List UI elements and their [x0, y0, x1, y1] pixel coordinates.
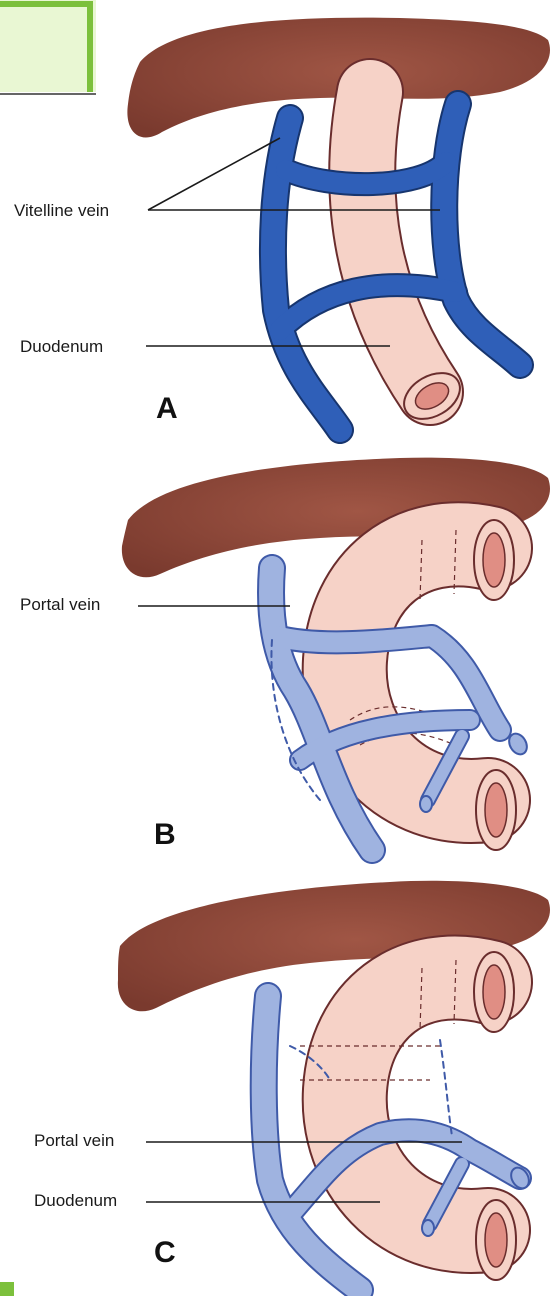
- label-portal-vein-c: Portal vein: [34, 1131, 114, 1150]
- panel-c: Portal vein Duodenum C: [34, 881, 550, 1290]
- panel-letter-a: A: [156, 392, 178, 425]
- corner-accent-bottom-left: [0, 1282, 14, 1296]
- panel-letter-c: C: [154, 1236, 176, 1269]
- panel-b: Portal vein B: [20, 458, 550, 851]
- label-duodenum-a: Duodenum: [20, 337, 103, 356]
- corner-accent-top-left: [0, 0, 96, 94]
- label-vitelline-vein: Vitelline vein: [14, 201, 109, 220]
- duodenum: [300, 952, 516, 1280]
- leader-vitelline-left: [148, 138, 280, 210]
- label-portal-vein-b: Portal vein: [20, 595, 100, 614]
- panel-letter-b: B: [154, 818, 176, 851]
- label-duodenum-c: Duodenum: [34, 1191, 117, 1210]
